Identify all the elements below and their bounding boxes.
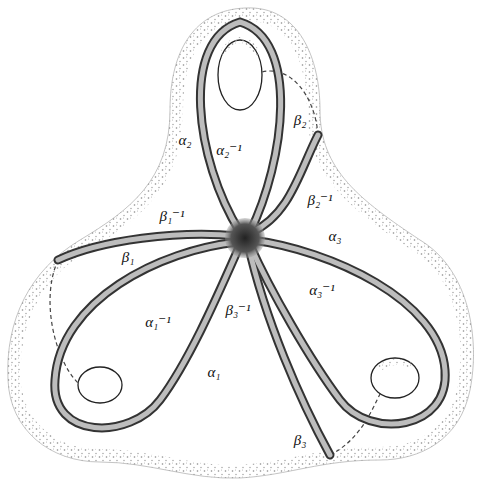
loop-label: β₁⁻¹: [158, 209, 185, 224]
loop-label: α₂⁻¹: [215, 143, 243, 158]
alpha-loop: [200, 22, 280, 232]
beta-loop: [252, 135, 318, 232]
loop-label: β₁: [121, 250, 136, 265]
loop-label: α₁⁻¹: [144, 315, 172, 330]
hole: [218, 40, 262, 110]
holes: [78, 40, 419, 403]
loop-label: α₁: [206, 365, 221, 380]
loop-label: β₃⁻¹: [224, 303, 251, 318]
loop-bands-fill: [55, 22, 445, 455]
loop-label: β₃: [293, 433, 308, 448]
hole-shade: [380, 362, 412, 368]
loop-label: α₂: [177, 133, 192, 148]
hole: [371, 358, 419, 398]
hole-shade: [222, 40, 258, 55]
loop-label: α₃⁻¹: [308, 283, 336, 298]
beta-loop: [252, 135, 318, 232]
loop-label: α₃: [327, 229, 342, 244]
base-point: [225, 218, 265, 258]
alpha-loop: [55, 242, 240, 428]
surface-outline: [8, 8, 474, 478]
loop-bands-outline: [55, 22, 445, 455]
alpha-loop: [200, 22, 280, 232]
beta-loop: [248, 244, 330, 455]
hidden-arc: [262, 71, 318, 135]
loop-label: β₂: [293, 113, 308, 128]
surface-shading: [8, 8, 474, 478]
beta-loop: [248, 244, 330, 455]
alpha-loop: [55, 242, 240, 428]
hole: [78, 367, 122, 403]
alpha-loop: [250, 240, 445, 424]
loop-label: β₂⁻¹: [306, 193, 333, 208]
hole-shading: [222, 40, 412, 368]
alpha-loop: [250, 240, 445, 424]
